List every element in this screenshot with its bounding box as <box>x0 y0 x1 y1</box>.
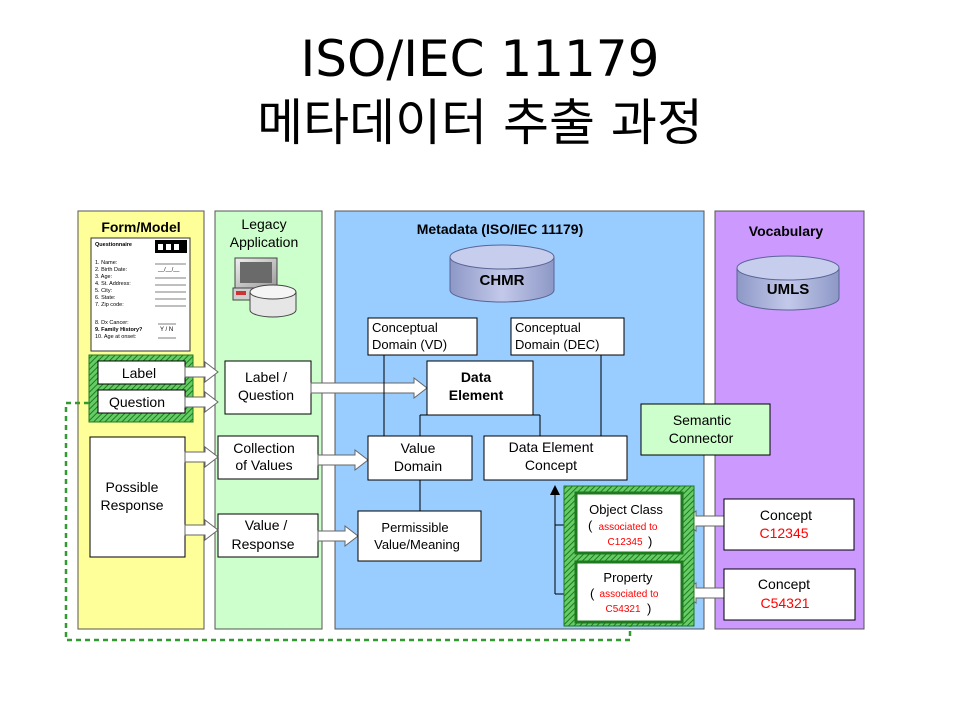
cd-dec-line2: Domain (DEC) <box>515 337 600 352</box>
questionnaire-item: 6. State: <box>95 295 116 301</box>
property-title: Property <box>603 570 653 585</box>
permissible-line1: Permissible <box>381 520 448 535</box>
arrow-response-to-value <box>184 518 219 542</box>
value-domain-box <box>367 435 473 481</box>
permissible-line2: Value/Meaning <box>374 537 460 552</box>
vocabulary-header: Vocabulary <box>749 223 824 239</box>
slide-title-line1: ISO/IEC 11179 <box>300 30 660 88</box>
questionnaire-heading: Questionnaire <box>95 242 132 248</box>
data-element-line2: Element <box>449 387 504 403</box>
question-text: Question <box>109 394 165 410</box>
questionnaire-item: 10. Age at onset: <box>95 334 137 340</box>
object-class-title: Object Class <box>589 502 663 517</box>
data-element-concept-box <box>483 435 628 481</box>
umls-label: UMLS <box>767 281 810 298</box>
cd-vd-line1: Conceptual <box>372 320 438 335</box>
value-domain-line2: Domain <box>394 458 442 474</box>
umls-database-icon <box>736 255 840 311</box>
value-domain-line1: Value <box>401 440 436 456</box>
semantic-connector-line1: Semantic <box>673 412 731 428</box>
slide-title-line2: 메타데이터 추출 과정 <box>257 94 703 152</box>
property-close: ) <box>647 601 651 616</box>
concept-c54321-box <box>723 568 856 621</box>
concept2-label: Concept <box>758 576 810 592</box>
dashed-link-line <box>64 401 632 642</box>
metadata-header: Metadata (ISO/IEC 11179) <box>417 221 584 237</box>
label-question-box <box>224 360 312 415</box>
questionnaire-thumbnail: Questionnaire 1. Name: 2. Birth Date: 3.… <box>90 237 191 352</box>
property-open: ( <box>590 586 595 601</box>
data-element-line1: Data <box>461 369 492 385</box>
chmr-label: CHMR <box>480 272 525 289</box>
questionnaire-yn: Y / N <box>160 327 173 333</box>
conceptual-domain-vd-box <box>367 317 478 356</box>
questionnaire-item: 5. City: <box>95 288 113 294</box>
concept1-label: Concept <box>760 507 812 523</box>
property-box <box>574 560 684 624</box>
chmr-database-icon <box>449 244 555 303</box>
legacy-header-line1: Legacy <box>241 216 286 232</box>
concept1-code: C12345 <box>759 525 808 541</box>
label-question-line2: Question <box>238 387 294 403</box>
object-class-open: ( <box>588 518 593 533</box>
arrow-collection-to-value-domain <box>317 448 369 472</box>
possible-response-line2: Response <box>100 497 163 513</box>
object-class-assoc: associated to <box>599 522 658 533</box>
arrow-value-to-permissible <box>317 524 359 548</box>
value-response-box <box>217 513 319 558</box>
collection-line2: of Values <box>235 457 292 473</box>
semantic-connector-line2: Connector <box>669 430 734 446</box>
questionnaire-date-blank: __/__/__ <box>157 267 180 273</box>
label-question-line1: Label / <box>245 369 287 385</box>
arrow-response-to-collection <box>184 445 219 469</box>
possible-response-box <box>89 436 186 558</box>
permissible-value-box <box>357 510 482 562</box>
form-model-header: Form/Model <box>101 219 180 235</box>
dec-line2: Concept <box>525 457 577 473</box>
possible-response-line1: Possible <box>106 479 159 495</box>
object-class-close: ) <box>648 534 652 549</box>
cd-vd-line2: Domain (VD) <box>372 337 447 352</box>
value-response-line2: Response <box>231 536 294 552</box>
concept2-code: C54321 <box>760 595 809 611</box>
data-element-box <box>426 360 534 416</box>
questionnaire-item: 1. Name: <box>95 260 118 266</box>
computer-database-icon <box>232 257 297 318</box>
collection-line1: Collection <box>233 440 294 456</box>
questionnaire-item: 3. Age: <box>95 274 113 280</box>
property-assoc: associated to <box>600 589 659 600</box>
conceptual-domain-dec-box <box>510 317 625 356</box>
property-code: C54321 <box>605 604 640 615</box>
questionnaire-item: 9. Family History? <box>95 327 143 333</box>
concept-c12345-box <box>723 498 855 551</box>
object-class-box <box>574 491 684 555</box>
value-response-line1: Value / <box>245 517 288 533</box>
cd-dec-line1: Conceptual <box>515 320 581 335</box>
dec-line1: Data Element <box>509 439 594 455</box>
questionnaire-item: 8. Dx Cancer: <box>95 320 129 326</box>
arrow-label-to-legacy <box>184 360 219 384</box>
questionnaire-item: 2. Birth Date: <box>95 267 128 273</box>
questionnaire-item: 7. Zip code: <box>95 302 124 308</box>
object-class-code: C12345 <box>607 537 642 548</box>
arrow-legacy-to-data-element <box>310 376 428 400</box>
arrow-question-to-legacy <box>184 390 219 414</box>
semantic-connector-box <box>640 403 771 456</box>
label-text: Label <box>122 365 156 381</box>
questionnaire-item: 4. St. Address: <box>95 281 131 287</box>
legacy-header-line2: Application <box>230 234 299 250</box>
